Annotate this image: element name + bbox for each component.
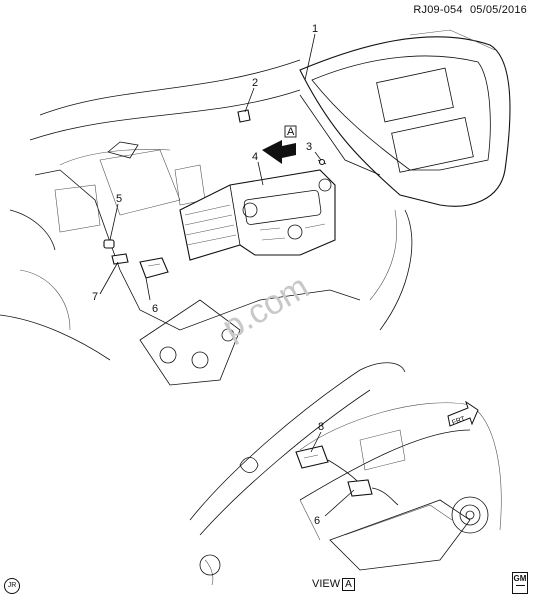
bezel-part-1 bbox=[299, 29, 511, 207]
view-a-inset bbox=[189, 362, 502, 586]
callout-3: 3 bbox=[306, 141, 312, 153]
callout-6-upper: 6 bbox=[152, 303, 158, 315]
frt-arrow: FRT bbox=[447, 400, 479, 427]
bracket-part-2 bbox=[237, 109, 251, 123]
gm-logo-top: GM bbox=[513, 574, 527, 583]
callout-7: 7 bbox=[92, 291, 98, 303]
watermark: p.com bbox=[216, 268, 315, 347]
ref-id: RJ09-054 bbox=[413, 4, 463, 16]
leader-lines-lower bbox=[310, 431, 355, 517]
screw-part-3 bbox=[317, 158, 327, 166]
view-a-arrow: A bbox=[262, 125, 297, 164]
dash-panel-outline bbox=[0, 59, 413, 386]
leader-lines-upper bbox=[99, 33, 322, 301]
view-caption-letter: A bbox=[342, 578, 355, 591]
callout-5: 5 bbox=[116, 193, 122, 205]
connector-part-5 bbox=[103, 239, 115, 249]
callout-2: 2 bbox=[252, 77, 258, 89]
frt-label: FRT bbox=[451, 415, 467, 426]
radio-control-unit-part-4 bbox=[179, 169, 336, 261]
corner-mark-icon: JR bbox=[4, 578, 20, 594]
view-a-marker-label: A bbox=[287, 126, 295, 138]
aux-module-part-6-upper bbox=[139, 257, 169, 279]
header-ref: RJ09-054 05/05/2016 bbox=[409, 4, 527, 16]
callout-8: 8 bbox=[318, 421, 324, 433]
ref-date: 05/05/2016 bbox=[469, 4, 527, 16]
callout-1: 1 bbox=[312, 23, 318, 35]
gm-logo-icon: GM bbox=[512, 572, 528, 594]
view-caption-text: VIEW bbox=[312, 578, 341, 590]
callout-4: 4 bbox=[252, 151, 258, 163]
callout-6-lower: 6 bbox=[314, 515, 320, 527]
harness-part-7 bbox=[111, 253, 129, 265]
